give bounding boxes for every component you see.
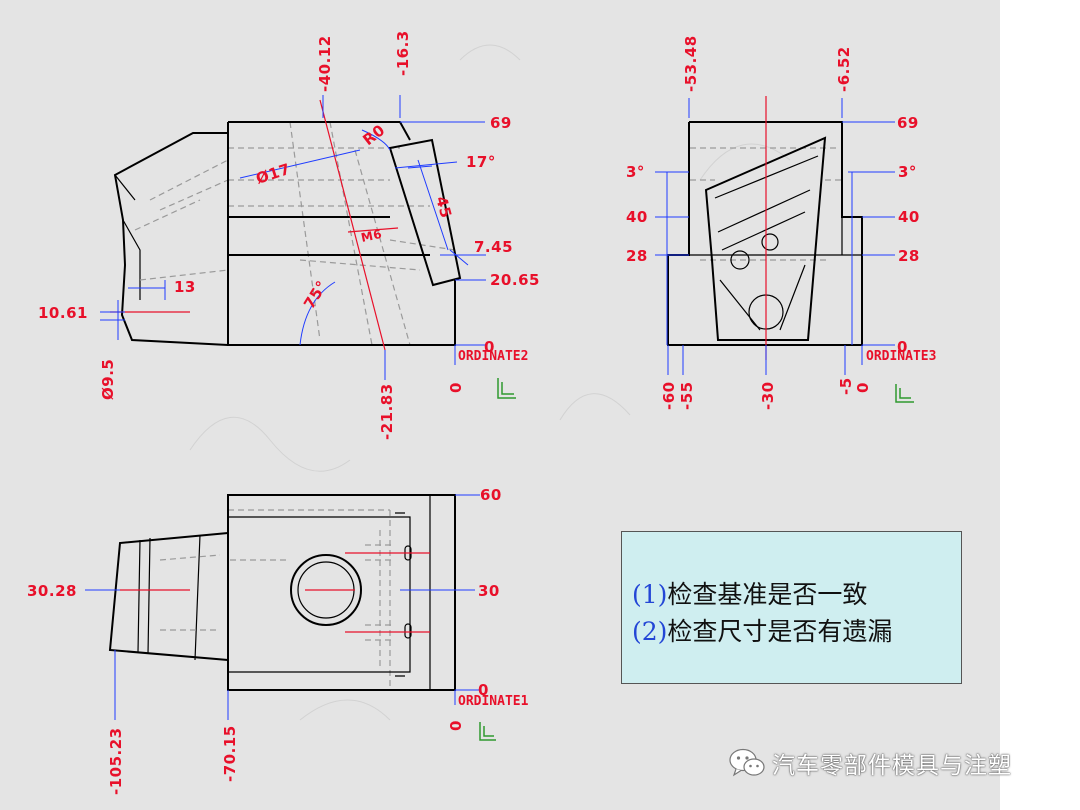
dim-30-top: 30 [478,582,500,600]
dim-minus-21-83: -21.83 [378,383,396,440]
dim-20-65: 20.65 [490,271,540,289]
dim-45: 45 [432,194,455,220]
engineering-drawing: -40.12 -16.3 69 R0 Ø17 17° 45 M6 7.45 20… [27,30,936,795]
dim-m6: M6 [360,227,384,245]
dim-40-right: 40 [898,208,920,226]
dim-minus-53-48: -53.48 [682,35,700,92]
corner-mark-side [497,378,516,399]
dim-zero-v-side: 0 [447,382,465,393]
background-watermark [189,44,791,721]
checklist-item-1-number: (1) [632,580,668,609]
corner-mark-front [895,384,914,403]
dim-minus-105-23: -105.23 [107,727,125,795]
dim-3-deg-right: 3° [898,163,917,181]
dim-7-45: 7.45 [474,238,513,256]
dim-40-left: 40 [626,208,648,226]
ordinate2-label: ORDINATE2 [458,349,528,364]
dim-minus-55: -55 [678,381,696,410]
dim-minus-16-3: -16.3 [394,30,412,76]
checklist-item-2-number: (2) [632,617,668,646]
side-view: -40.12 -16.3 69 R0 Ø17 17° 45 M6 7.45 20… [38,30,540,440]
dim-dia-9-5: Ø9.5 [99,359,117,400]
dim-30-28: 30.28 [27,582,77,600]
dim-17-deg: 17° [466,153,496,171]
dim-minus-30: -30 [759,381,777,410]
watermark-text: 汽车零部件模具与注塑 [772,753,1012,779]
dim-zero-v-front: 0 [854,382,872,393]
dim-zero-v-top: 0 [447,720,465,731]
dim-zero-h-top: 0 [478,681,489,699]
dim-28-right: 28 [898,247,920,265]
dim-13: 13 [174,278,196,296]
dim-zero-h-front: 0 [897,338,908,356]
checklist-item-1: (1)检查基准是否一致 [632,576,961,613]
checklist-note-box: (1)检查基准是否一致 (2)检查尺寸是否有遗漏 [621,531,962,684]
checklist-item-2: (2)检查尺寸是否有遗漏 [632,613,961,650]
dim-60-top: 60 [480,486,502,504]
front-view: -53.48 -6.52 69 3° 3° 40 40 28 28 0 -60 … [626,35,936,410]
dim-10-61: 10.61 [38,304,88,322]
dim-minus-40-12: -40.12 [316,35,334,92]
dim-r-side: R0 [359,121,388,149]
dim-minus-70-15: -70.15 [221,725,239,782]
dim-28-left: 28 [626,247,648,265]
dim-dia-17: Ø17 [254,160,293,188]
dim-69-front: 69 [897,114,919,132]
dim-minus-6-52: -6.52 [835,46,853,92]
checklist-item-1-text: 检查基准是否一致 [667,580,868,609]
wechat-icon [729,748,765,777]
top-view: 60 30.28 30 0 -105.23 -70.15 0 ORDINATE1 [27,486,529,795]
ordinate1-label: ORDINATE1 [458,694,529,709]
ordinate3-label: ORDINATE3 [866,349,936,364]
dim-69-side: 69 [490,114,512,132]
corner-mark-top [479,722,496,741]
checklist-item-2-text: 检查尺寸是否有遗漏 [667,617,893,646]
dim-3-deg-left: 3° [626,163,645,181]
dim-minus-5: -5 [837,377,855,395]
dim-minus-60: -60 [660,381,678,410]
dim-zero-h-side: 0 [484,338,495,356]
wechat-watermark: 汽车零部件模具与注塑 [728,746,1012,780]
dim-75-deg: 75° [300,277,331,312]
